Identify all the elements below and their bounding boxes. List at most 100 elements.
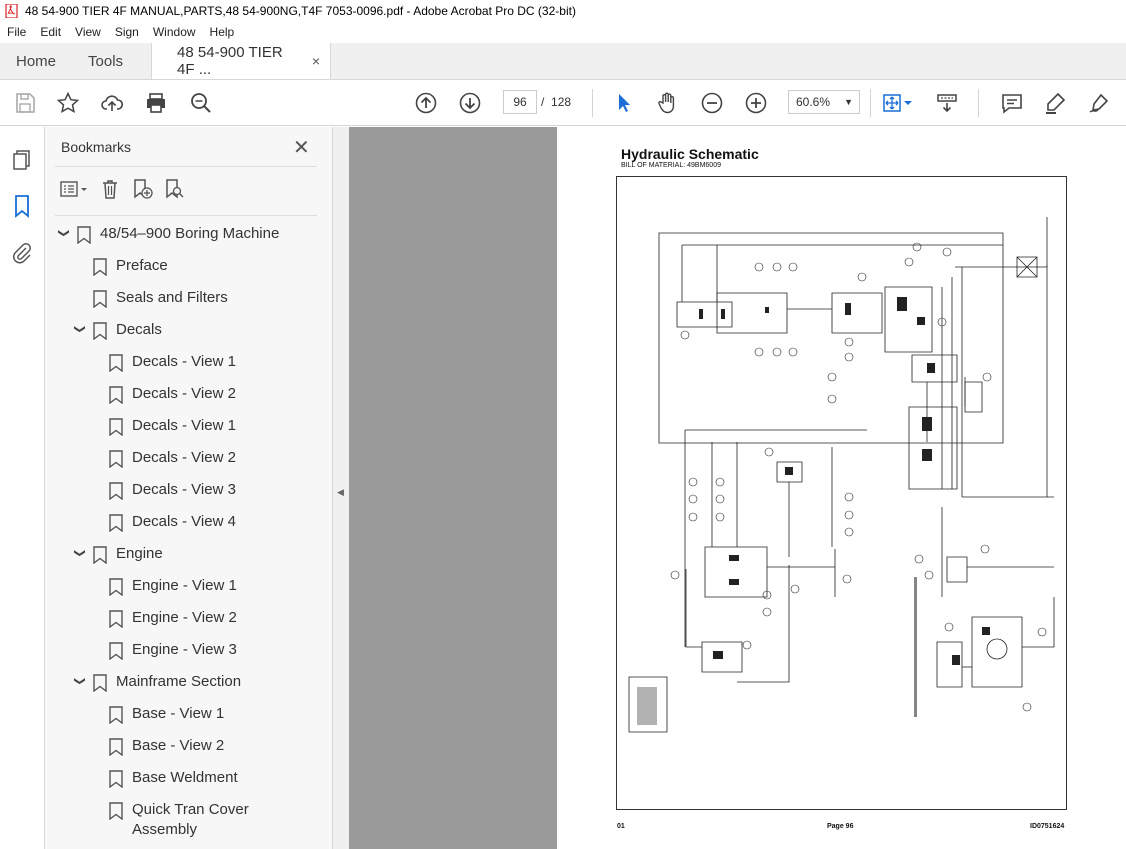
- bookmark-item[interactable]: Engine - View 2: [103, 608, 237, 640]
- bookmark-icon: [109, 418, 123, 436]
- title-bar: 48 54-900 TIER 4F MANUAL,PARTS,48 54-900…: [0, 0, 1126, 22]
- page-footer-left: 01: [617, 823, 625, 830]
- bookmark-label: Seals and Filters: [116, 289, 228, 306]
- bookmark-item[interactable]: Quick Tran Cover Assembly: [103, 800, 253, 844]
- zoom-level-select[interactable]: 60.6% ▼: [788, 90, 860, 114]
- toolbar-divider: [592, 89, 593, 117]
- page-subtitle: BILL OF MATERIAL: 49BM6009: [621, 162, 721, 169]
- bookmark-item[interactable]: Engine - View 1: [103, 576, 237, 608]
- find-bookmark-icon[interactable]: [163, 178, 185, 200]
- star-bookmark-icon[interactable]: [56, 91, 80, 115]
- bookmark-item[interactable]: Decals - View 4: [103, 512, 236, 544]
- bookmark-icon: [93, 258, 107, 276]
- acrobat-pdf-icon: [5, 4, 18, 18]
- chevron-down-icon: ▼: [844, 97, 853, 107]
- menu-edit[interactable]: Edit: [40, 25, 62, 39]
- highlight-pen-icon[interactable]: [1043, 91, 1067, 115]
- select-cursor-icon[interactable]: [612, 91, 636, 115]
- bookmark-item[interactable]: ❯ 48/54–900 Boring Machine: [57, 224, 279, 256]
- comment-icon[interactable]: [1000, 91, 1024, 115]
- chevron-down-icon[interactable]: [902, 91, 914, 115]
- bookmark-item[interactable]: Decals - View 3: [103, 480, 236, 512]
- bookmark-icon: [93, 290, 107, 308]
- bookmark-label: Quick Tran Cover Assembly: [132, 801, 249, 838]
- bookmark-label: Decals - View 4: [132, 513, 236, 530]
- panel-splitter[interactable]: ◀: [332, 127, 349, 849]
- bookmark-item[interactable]: Base - View 1: [103, 704, 224, 736]
- bookmark-item[interactable]: ❯ Mainframe Section: [73, 672, 241, 704]
- bookmark-label: Preface: [116, 257, 168, 274]
- zoom-in-icon[interactable]: [744, 91, 768, 115]
- menu-view[interactable]: View: [75, 25, 101, 39]
- menu-file[interactable]: File: [7, 25, 27, 39]
- chevron-down-icon[interactable]: ❯: [73, 676, 86, 686]
- previous-page-icon[interactable]: [414, 91, 438, 115]
- delete-trash-icon[interactable]: [99, 178, 121, 200]
- schematic-frame: [616, 176, 1067, 810]
- bookmark-icon: [109, 514, 123, 532]
- bookmark-icon: [109, 802, 123, 820]
- attachments-paperclip-icon[interactable]: [10, 241, 34, 265]
- sign-pen-icon[interactable]: [1087, 91, 1111, 115]
- options-menu-icon[interactable]: [59, 178, 89, 200]
- bookmarks-panel-icon[interactable]: [10, 194, 34, 218]
- page-separator: /: [541, 95, 545, 109]
- next-page-icon[interactable]: [458, 91, 482, 115]
- bookmark-label: Base - View 2: [132, 737, 225, 754]
- bookmark-icon: [109, 610, 123, 628]
- page-count: / 128: [541, 95, 571, 109]
- document-viewer[interactable]: Hydraulic Schematic BILL OF MATERIAL: 49…: [349, 127, 1126, 849]
- hand-tool-icon[interactable]: [655, 91, 679, 115]
- close-icon[interactable]: ✕: [293, 137, 310, 159]
- page-number-input[interactable]: 96: [503, 90, 537, 114]
- bookmarks-tree: ❯ 48/54–900 Boring Machine Preface Seals…: [45, 219, 311, 849]
- bookmark-icon: [93, 674, 107, 692]
- menu-window[interactable]: Window: [152, 25, 196, 39]
- bookmark-icon: [109, 706, 123, 724]
- new-bookmark-icon[interactable]: [131, 178, 153, 200]
- bookmark-label: Base - View 1: [132, 705, 225, 722]
- bookmark-icon: [109, 738, 123, 756]
- zoom-search-icon[interactable]: [189, 91, 213, 115]
- print-icon[interactable]: [144, 91, 168, 115]
- bookmark-icon: [109, 482, 123, 500]
- chevron-down-icon[interactable]: ❯: [73, 324, 86, 334]
- tab-document[interactable]: 48 54-900 TIER 4F ... ×: [151, 43, 332, 79]
- bookmark-item[interactable]: Base Weldment: [103, 768, 238, 800]
- page-thumbnails-icon[interactable]: [10, 148, 34, 172]
- scroll-mode-icon[interactable]: [935, 91, 959, 115]
- bookmark-item[interactable]: Engine - View 3: [103, 640, 237, 672]
- bookmark-icon: [77, 226, 91, 244]
- chevron-down-icon[interactable]: ❯: [57, 228, 70, 238]
- fit-page-icon[interactable]: [880, 91, 904, 115]
- page-footer-id: ID0751624: [1030, 823, 1065, 830]
- bookmark-item[interactable]: Decals - View 2: [103, 384, 236, 416]
- bookmark-label: Decals - View 2: [132, 385, 236, 402]
- bookmarks-toolbar: [59, 176, 185, 202]
- zoom-out-icon[interactable]: [700, 91, 724, 115]
- bookmark-item[interactable]: Decals - View 2: [103, 448, 236, 480]
- menu-sign[interactable]: Sign: [114, 25, 139, 39]
- tab-document-label: 48 54-900 TIER 4F ...: [177, 44, 283, 78]
- bookmark-label: Base Weldment: [132, 769, 238, 786]
- window-title: 48 54-900 TIER 4F MANUAL,PARTS,48 54-900…: [25, 4, 576, 18]
- bookmark-item[interactable]: Decals - View 1: [103, 352, 236, 384]
- upload-cloud-icon[interactable]: [100, 91, 124, 115]
- bookmark-item[interactable]: Preface: [87, 256, 168, 288]
- bookmark-item[interactable]: Seals and Filters: [87, 288, 228, 320]
- menu-help[interactable]: Help: [209, 25, 235, 39]
- bookmark-item[interactable]: Base - View 2: [103, 736, 224, 768]
- collapse-panel-icon[interactable]: ◀: [337, 487, 344, 497]
- bookmark-icon: [109, 642, 123, 660]
- chevron-down-icon[interactable]: ❯: [73, 548, 86, 558]
- tab-close-icon[interactable]: ×: [311, 53, 321, 69]
- bookmark-item[interactable]: Decals - View 1: [103, 416, 236, 448]
- bookmark-item[interactable]: ❯ Engine: [73, 544, 163, 576]
- tab-tools[interactable]: Tools: [88, 52, 124, 70]
- save-icon[interactable]: [13, 91, 37, 115]
- bookmark-item[interactable]: ❯ Decals: [73, 320, 162, 352]
- tab-home[interactable]: Home: [16, 52, 57, 70]
- menu-bar: File Edit View Sign Window Help: [0, 22, 1126, 42]
- bookmark-label: Decals: [116, 321, 162, 338]
- bookmark-label: Decals - View 3: [132, 481, 236, 498]
